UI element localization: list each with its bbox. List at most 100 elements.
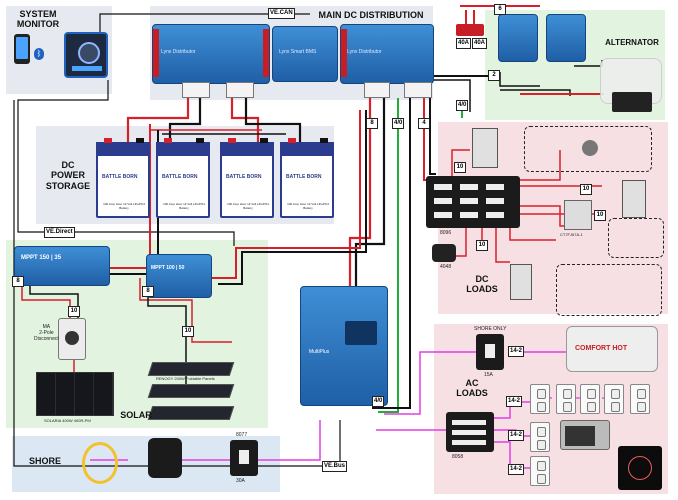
dc-loads-group-lights	[608, 218, 664, 258]
cerbo-gx-display[interactable]	[64, 32, 108, 78]
battery-4-brand: BATTLE BORN	[286, 174, 322, 180]
dist-to-battery-red	[126, 98, 190, 142]
shore-only-breaker[interactable]	[476, 334, 504, 370]
ac-out-shore-only	[384, 351, 476, 415]
starter-battery	[612, 92, 652, 112]
wire-tag: 8	[12, 276, 24, 287]
zone-label-main-dc-distribution: MAIN DC DISTRIBUTION	[318, 10, 424, 20]
fridge-label: CT7FJ67A-1	[560, 232, 583, 237]
inverter-label: MultiPlus	[309, 349, 330, 355]
wire-tag: 14-2	[508, 346, 525, 357]
wire-tag: 2	[488, 70, 500, 81]
outlet-5[interactable]	[630, 384, 650, 414]
zone-label-system-monitor: SYSTEM MONITOR	[16, 9, 60, 30]
wire-tag: 40A	[472, 38, 488, 49]
ve-bus-label: VE.Bus	[322, 461, 348, 472]
shore-feed	[90, 420, 321, 461]
zone-label-dc-power-storage: DC POWER STORAGE	[45, 160, 91, 191]
bluetooth-icon: ᛒ	[34, 48, 44, 60]
fuse-block-dc-3	[510, 264, 532, 300]
ve-can-label: VE.CAN	[268, 8, 295, 19]
dist-brand-label: Lynx Distributor	[161, 49, 196, 55]
wire-tag: 10	[594, 210, 606, 221]
fuse-block	[364, 82, 390, 98]
fuse-block-dc	[472, 128, 498, 168]
orion-dc-dc-charger-2[interactable]	[546, 14, 586, 62]
battery-2: BATTLE BORN 100 Amp Hour 12 Volt LiFePO4…	[156, 138, 210, 218]
induction-cooktop	[618, 446, 662, 490]
foldable-panel-label: RENOGY 200W Foldable Panels	[156, 376, 215, 381]
zone-label-solar: SOLAR	[120, 410, 152, 420]
foldable-panel-2	[147, 384, 235, 398]
phone-icon	[14, 34, 30, 64]
dist-brand-label-2: Lynx Distributor	[347, 49, 382, 55]
disconnect-label: MA 2-Pole Disconnect	[34, 324, 59, 342]
ve-direct-cable	[17, 80, 235, 246]
shore-panel-rating: 30A	[236, 478, 245, 484]
wire-tag: 14-2	[506, 396, 523, 407]
zone-label-shore: SHORE	[28, 456, 61, 466]
wire-tag: 4	[418, 118, 430, 129]
space-heater: COMFORT HOT	[566, 326, 658, 372]
wire-tag: 4/0	[372, 396, 385, 407]
battery-3: BATTLE BORN 100 Amp Hour 12 Volt LiFePO4…	[220, 138, 274, 218]
wire-tag: 4/0	[456, 100, 469, 111]
outlet-3[interactable]	[580, 384, 600, 414]
wire-tag: 10	[68, 306, 80, 317]
shore-only-label: SHORE ONLY	[474, 326, 507, 332]
lynx-smart-bms[interactable]: Lynx Smart BMS	[272, 26, 338, 82]
solar-panel-400w	[36, 372, 114, 416]
dist-to-battery-black	[168, 98, 202, 142]
wire-tag: 8	[142, 286, 154, 297]
battery-2-brand: BATTLE BORN	[162, 174, 198, 180]
orion-dc-dc-charger-1[interactable]	[498, 14, 538, 62]
outlet-1[interactable]	[530, 384, 550, 414]
heater-label: COMFORT HOT	[575, 345, 628, 352]
shore-main-panel[interactable]	[230, 440, 258, 476]
dc-loads-group-bottom	[556, 264, 662, 316]
outlet-2[interactable]	[556, 384, 576, 414]
foldable-panel-3	[147, 406, 235, 420]
lynx-distributor-right[interactable]: Lynx Distributor	[340, 24, 434, 84]
battery-3-text: 100 Amp Hour 12 Volt LiFePO4 Battery	[227, 202, 269, 210]
dc-loads-group-top	[524, 126, 652, 172]
wire-tag: 14-2	[508, 464, 525, 475]
mppt-small-to-bus	[212, 110, 361, 279]
fuse-block-dc-2	[622, 180, 646, 218]
mppt-150-35-charger[interactable]: MPPT 150 | 35	[14, 246, 110, 286]
wire-tag: 10	[476, 240, 488, 251]
ac-distribution-panel[interactable]	[446, 412, 494, 452]
pump-part: 4048	[440, 264, 452, 270]
foldable-panel-1	[147, 362, 235, 376]
battery-1: BATTLE BORN 100 Amp Hour 12 Volt LiFePO4…	[96, 138, 150, 218]
dc-distribution-panel[interactable]	[426, 176, 520, 228]
water-pump	[432, 244, 456, 262]
zone-label-ac-loads: AC LOADS	[456, 378, 488, 399]
zone-label-dc-loads: DC LOADS	[466, 274, 498, 295]
fuse-block	[404, 82, 432, 98]
shore-power-inlet	[148, 438, 182, 478]
wire-tag: 10	[182, 326, 194, 337]
shore-power-cord	[82, 442, 118, 484]
battery-4-text: 100 Amp Hour 12 Volt LiFePO4 Battery	[287, 202, 329, 210]
battery-1-brand: BATTLE BORN	[102, 174, 138, 180]
outlet-6[interactable]	[530, 422, 550, 452]
mppt-100-50-charger[interactable]: MPPT 100 | 50	[146, 254, 212, 298]
shore-panel-part: 8077	[236, 432, 248, 438]
outlet-4[interactable]	[604, 384, 624, 414]
outlet-7[interactable]	[530, 456, 550, 486]
lynx-distributor-left[interactable]: Lynx Distributor	[152, 24, 270, 84]
mppt-large-label: MPPT 150 | 35	[21, 255, 62, 261]
refrigerator	[564, 200, 592, 230]
fuse-holder-red	[456, 24, 484, 36]
fan-icon	[582, 140, 598, 156]
fuse-block	[182, 82, 210, 98]
ground-green	[378, 98, 399, 413]
battery-1-text: 100 Amp Hour 12 Volt LiFePO4 Battery	[103, 202, 145, 210]
ve-direct-label: VE.Direct	[44, 227, 75, 238]
dc-panel-part: 8096	[440, 230, 452, 236]
zone-label-alternator: ALTERNATOR	[605, 38, 659, 47]
toaster-oven	[560, 420, 610, 450]
multiplus-inverter-charger[interactable]: MultiPlus	[300, 286, 388, 406]
dc-disconnect-switch[interactable]	[58, 318, 86, 360]
